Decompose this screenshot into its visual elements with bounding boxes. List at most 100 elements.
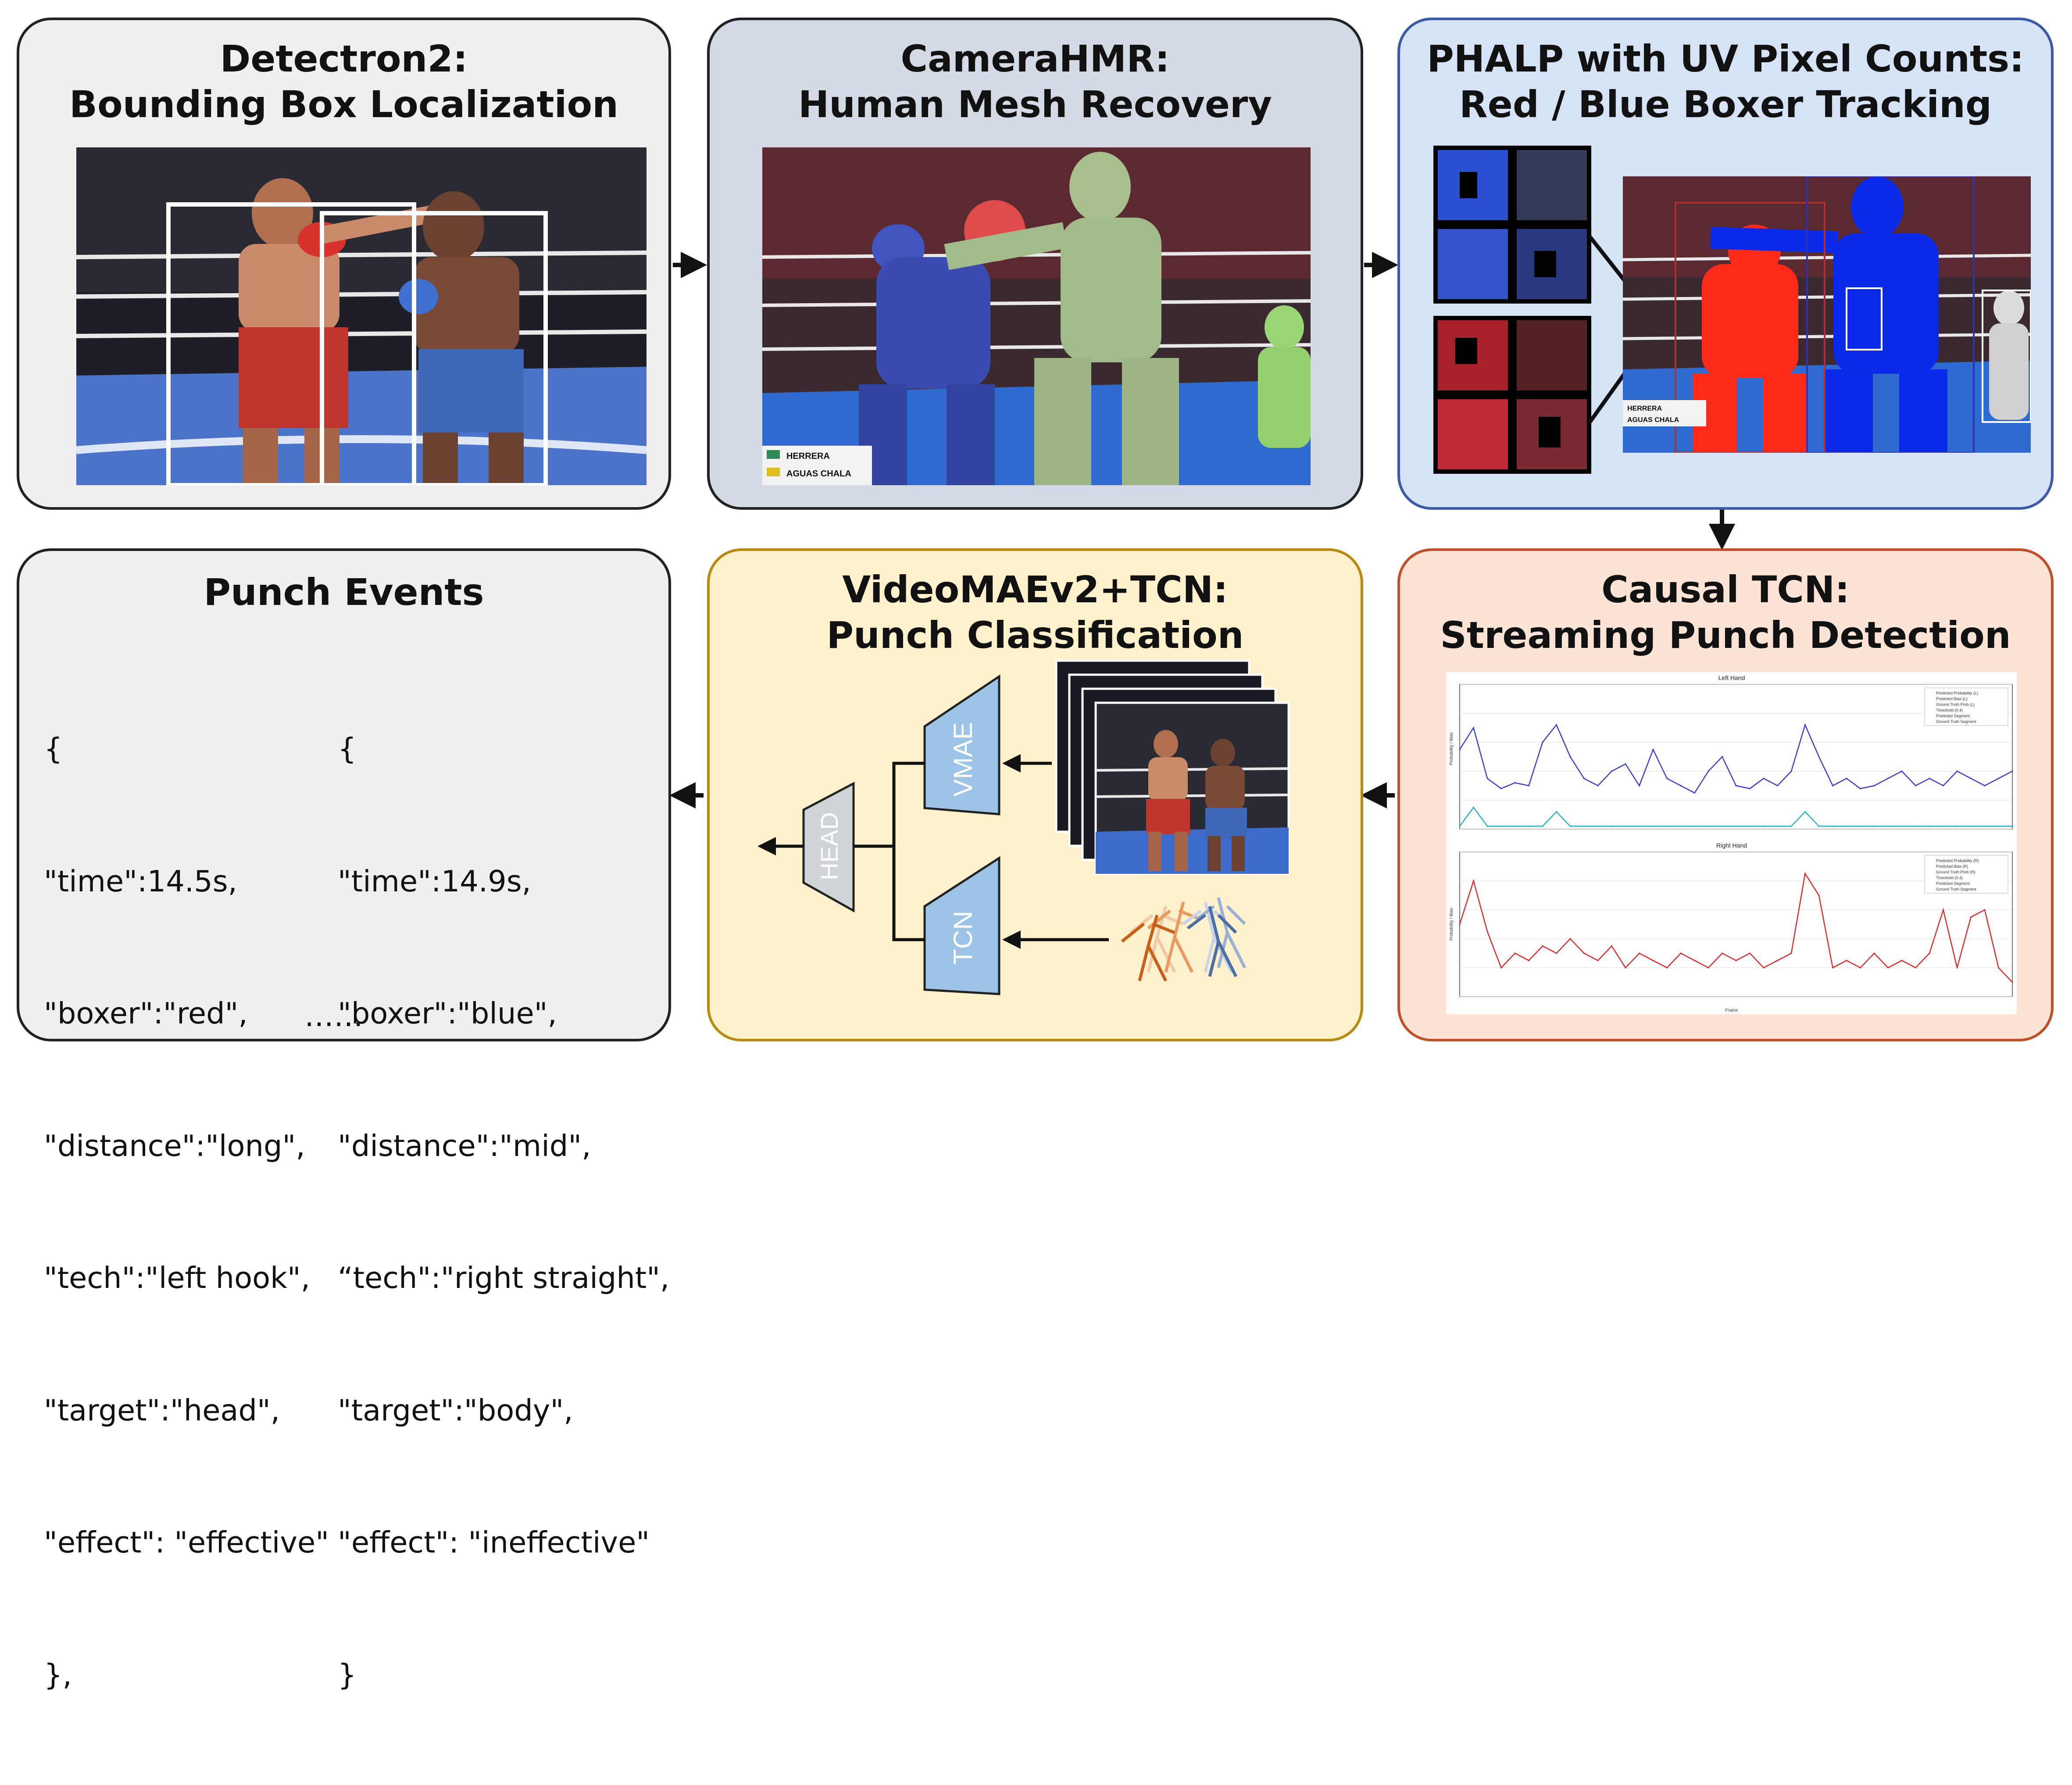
chart-legend [1924,687,2008,726]
data-point [1832,825,1834,827]
video-frame-stack [1055,659,1290,875]
data-point [1472,806,1475,808]
data-point [1942,909,1944,911]
data-point [1901,959,1903,962]
detectron-panel: Detectron2: Bounding Box Localization [17,18,671,510]
chart-ylabel-top: Probability / Bias [1449,733,1454,765]
data-point [1569,825,1571,827]
events-left-line: { [44,732,63,766]
chart-title-right-hand: Right Hand [1716,842,1747,849]
data-point [1915,825,1917,827]
data-point [1749,952,1751,954]
data-point [1680,785,1682,787]
data-point [2011,981,2013,983]
data-point [1555,811,1558,812]
videomae-title-line1: VideoMAEv2+TCN: [842,568,1228,611]
events-left-line: "boxer":"red", [44,996,248,1030]
videomae-panel: VideoMAEv2+TCN: Punch Classification [707,548,1363,1041]
phalp-tracking-image: HERRERA AGUAS CHALA [1623,176,2031,453]
data-point [1929,952,1930,954]
data-point [1459,923,1461,925]
data-point [1542,741,1543,743]
data-point [1638,952,1640,954]
data-point [1583,825,1585,827]
events-right-line: "time":14.9s, [338,864,531,898]
legend-entry: Predicted Probability (R) [1936,859,1979,863]
data-point [1597,959,1599,962]
data-point [1652,825,1654,827]
data-point [1472,727,1475,729]
data-point [1693,959,1696,962]
data-point [1956,825,1958,827]
data-point [1873,825,1875,827]
data-point [1459,748,1461,751]
data-point [1680,825,1682,827]
data-point [1638,825,1640,827]
data-point [1542,945,1543,947]
data-point [1887,967,1889,969]
events-right-line: "target":"body", [338,1393,573,1427]
events-right-line: "effect": "ineffective" [338,1525,650,1560]
camerahmr-panel: CameraHMR: Human Mesh Recovery [707,18,1363,510]
data-point [2011,825,2013,827]
data-point [1846,959,1847,962]
phalp-panel: PHALP with UV Pixel Counts: Red / Blue B… [1397,18,2054,510]
legend-entry: Predicted Segment [1936,714,1970,718]
data-point [1915,967,1917,969]
data-point [1846,777,1847,780]
camerahmr-scoreboard-name1: HERRERA [786,451,830,461]
data-point [1970,777,1972,780]
data-point [1528,825,1530,827]
data-point [1542,825,1543,827]
events-right-line: "boxer":"blue", [338,996,557,1030]
data-point [1583,952,1585,954]
legend-entry: Threshold (0.4) [1936,708,1963,712]
events-left-line: "target":"head", [44,1393,280,1427]
data-point [1776,785,1779,787]
legend-entry: Ground Truth Prob (L) [1936,702,1975,707]
detectron-title-line2: Bounding Box Localization [69,83,618,126]
data-point [1514,952,1516,954]
data-point [1735,959,1737,962]
data-point [1611,770,1613,772]
camerahmr-scoreboard-name2: AGUAS CHALA [786,469,851,479]
camerahmr-title-line2: Human Mesh Recovery [798,83,1272,126]
data-point [1500,967,1502,969]
data-point [1735,825,1737,827]
vmae-block [923,674,1000,816]
data-point [1569,756,1571,758]
legend-entry: Ground Truth Segment [1936,719,1976,724]
data-point [1846,825,1847,827]
data-point [1887,825,1889,827]
data-point [1984,825,1986,827]
data-point [1514,825,1516,827]
data-point [1500,825,1502,827]
data-point [1611,825,1613,827]
legend-entry: Ground Truth Prob (R) [1936,870,1976,874]
legend-entry: Predicted Bias (L) [1936,697,1968,701]
data-point [1804,873,1806,875]
head-block [802,781,855,913]
data-point [1997,777,2000,780]
head-label: HEAD [815,812,843,880]
chart-frame [1459,684,2013,830]
data-point [1693,825,1696,827]
chart-ylabel-bottom: Probability / Bias [1449,908,1454,941]
data-point [1625,763,1626,765]
pose-skeletons [1121,897,1247,982]
events-left-line: "tech":"left hook", [44,1261,310,1295]
data-point [1942,825,1944,827]
data-point [1611,945,1613,947]
data-point [1625,967,1626,969]
detectron-frame-image [76,147,647,485]
chart-legend [1924,855,2008,894]
videomae-title-line2: Punch Classification [826,614,1244,657]
data-point [1721,825,1723,827]
data-point [1708,770,1709,772]
events-left-line: "effect": "effective" [44,1525,329,1560]
data-point [1721,952,1723,954]
data-point [1832,785,1834,787]
data-point [1873,785,1875,787]
vmae-label: VMAE [948,722,978,797]
phalp-title-line2: Red / Blue Boxer Tracking [1459,83,1992,126]
